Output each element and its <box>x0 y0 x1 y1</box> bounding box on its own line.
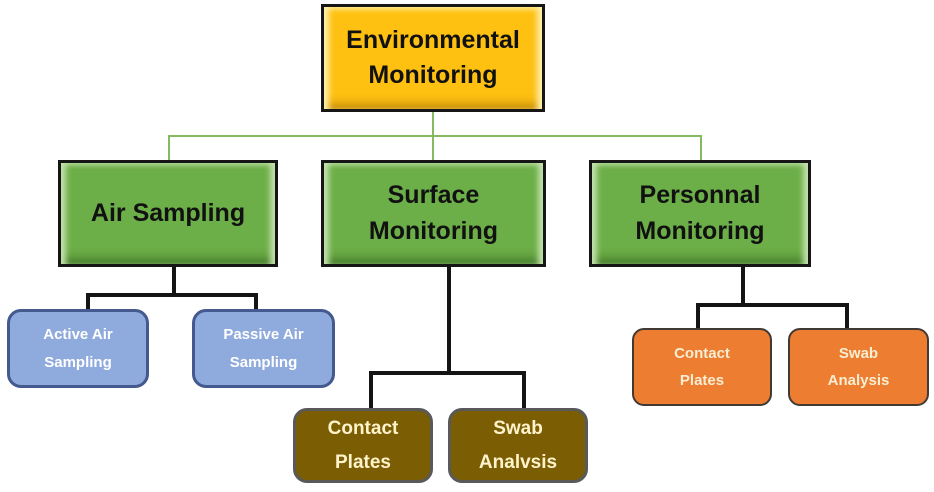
connector-drop-contact-plates-personnal <box>696 305 700 330</box>
connector-drop-active-air <box>86 295 90 311</box>
node-air-sampling-label: Air Sampling <box>90 198 246 227</box>
node-active-air-sampling-label: Active Air Sampling <box>43 325 113 371</box>
node-personnal-monitoring-label: Personnal Monitoring <box>635 181 765 245</box>
connector-drop-contact-plates-surface <box>369 373 373 410</box>
node-active-air-sampling: Active Air Sampling <box>7 309 149 388</box>
node-passive-air-sampling: Passive Air Sampling <box>192 309 335 388</box>
connector-drop-swab-analysis-personnal <box>845 305 849 330</box>
node-swab-analysis-surface-label: Swab Analvsis <box>478 418 558 473</box>
connector-personnal-trunk <box>741 265 745 307</box>
connector-drop-air <box>168 136 170 161</box>
connector-root-trunk <box>432 112 434 137</box>
connector-surface-crossbar <box>369 371 526 375</box>
node-surface-monitoring: Surface Monitoring <box>321 160 546 267</box>
node-contact-plates-surface: Contact Plates <box>293 408 433 483</box>
connector-surface-trunk <box>447 265 451 375</box>
connector-drop-surface <box>432 136 434 161</box>
node-passive-air-sampling-label: Passive Air Sampling <box>223 325 304 371</box>
connector-root-crossbar <box>168 135 702 137</box>
node-environmental-monitoring-label: Environmental Monitoring <box>346 25 520 90</box>
node-contact-plates-personnal-label: Contact Plates <box>674 345 730 389</box>
connector-drop-swab-analysis-surface <box>522 373 526 410</box>
connector-air-crossbar <box>86 293 258 297</box>
node-environmental-monitoring: Environmental Monitoring <box>321 4 545 112</box>
node-surface-monitoring-label: Surface Monitoring <box>368 181 499 245</box>
connector-air-trunk <box>172 265 176 297</box>
node-swab-analysis-personnal: Swab Analysis <box>788 328 929 406</box>
node-contact-plates-surface-label: Contact Plates <box>327 418 399 473</box>
node-air-sampling: Air Sampling <box>58 160 278 267</box>
node-swab-analysis-personnal-label: Swab Analysis <box>827 345 890 389</box>
node-swab-analysis-surface: Swab Analvsis <box>448 408 588 483</box>
connector-drop-personnal <box>700 136 702 161</box>
connector-personnal-crossbar <box>696 303 849 307</box>
connector-drop-passive-air <box>254 295 258 311</box>
node-contact-plates-personnal: Contact Plates <box>632 328 772 406</box>
node-personnal-monitoring: Personnal Monitoring <box>589 160 811 267</box>
